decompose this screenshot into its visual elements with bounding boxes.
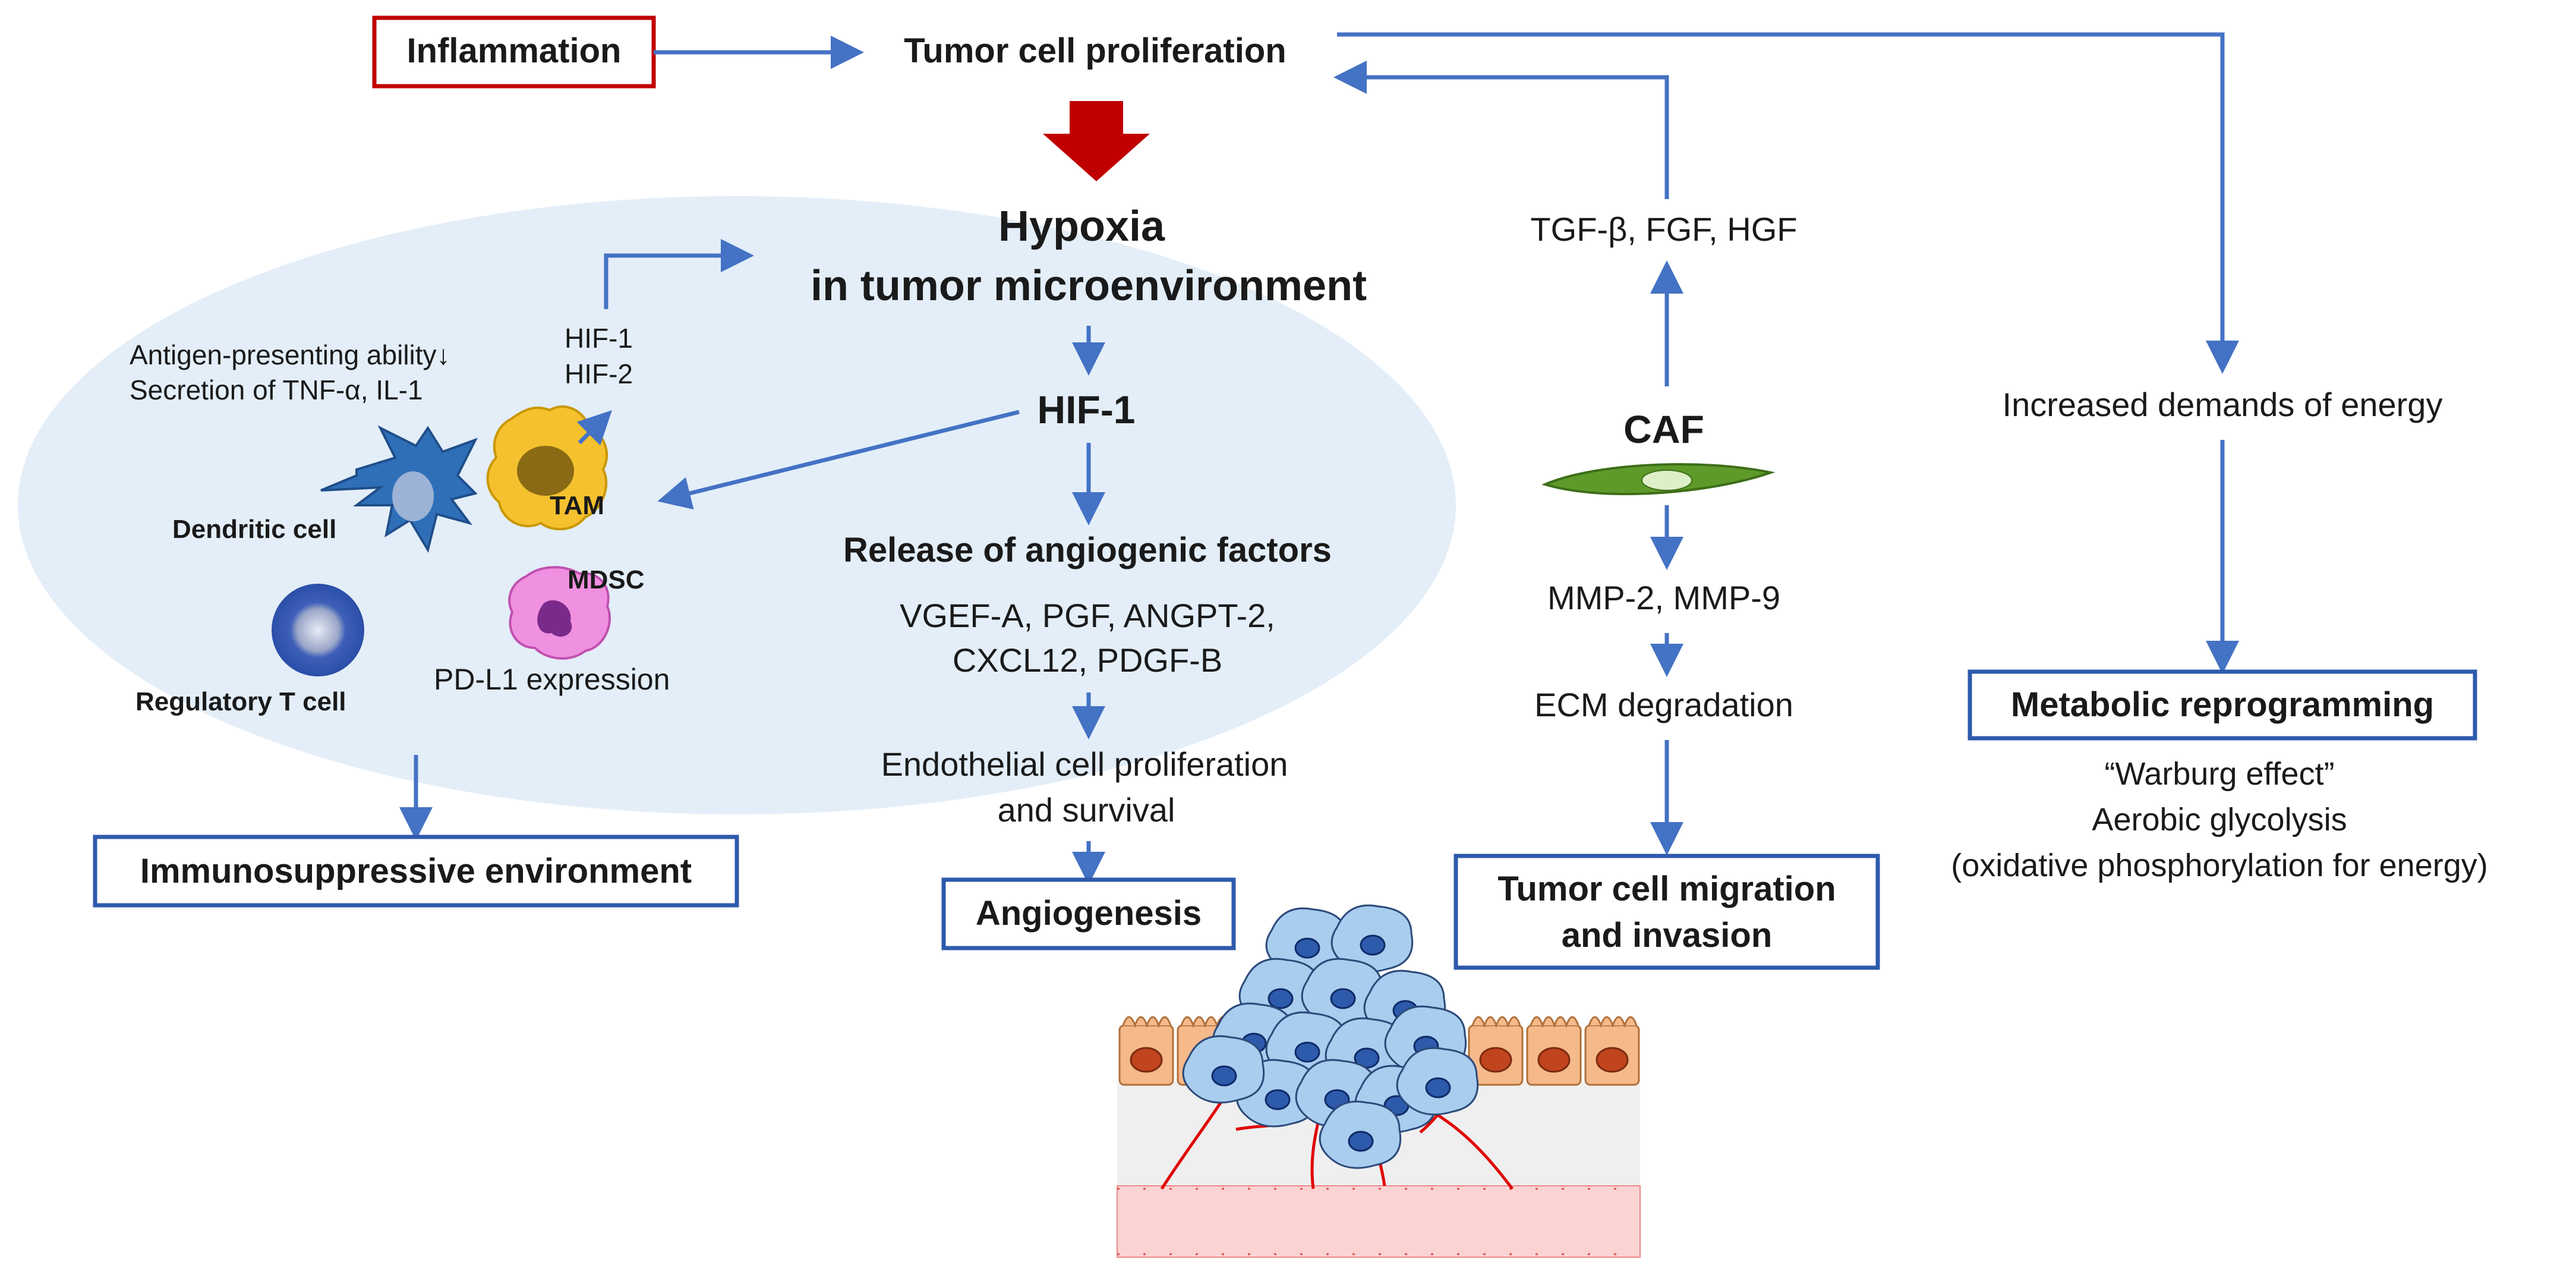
dendritic-cell-label: Dendritic cell (172, 515, 336, 544)
big-red-down-arrow (1043, 101, 1150, 181)
hif1-small-label: HIF-1 (565, 323, 633, 354)
dendritic-cell-icon (320, 425, 478, 553)
metabolic-label: Metabolic reprogramming (2011, 685, 2434, 724)
regulatory-t-cell-label: Regulatory T cell (135, 687, 346, 716)
oxphos-label: (oxidative phosphorylation for energy) (1951, 848, 2488, 883)
antigen-line1: Antigen-presenting ability↓ (130, 339, 450, 370)
regulatory-t-cell-icon (272, 584, 364, 676)
arrow-growth-factors-to-proliferation (1333, 61, 1669, 199)
mdsc-cell-icon (508, 566, 611, 660)
angiogenesis-box (941, 877, 1236, 950)
mdsc-label: MDSC (567, 565, 645, 594)
migration-line1: Tumor cell migration (1497, 870, 1836, 908)
hif1-main-label: HIF-1 (1038, 388, 1136, 432)
tumor-cell-mass (1182, 904, 1479, 1169)
growth-factors-label: TGF-β, FGF, HGF (1530, 210, 1797, 248)
energy-label: Increased demands of energy (2003, 386, 2443, 423)
migration-box (1453, 854, 1880, 970)
endothelial-line2: and survival (998, 791, 1175, 829)
factors-line2: CXCL12, PDGF-B (953, 641, 1222, 679)
arrow-hif1-to-tam (657, 410, 1020, 510)
arrow-proliferation-to-energy (1337, 32, 2239, 374)
aerobic-label: Aerobic glycolysis (2092, 802, 2347, 838)
pdl1-label: PD-L1 expression (434, 663, 670, 696)
ecm-label: ECM degradation (1534, 686, 1793, 723)
caf-cell-icon (1541, 463, 1776, 496)
warburg-label: “Warburg effect” (2104, 756, 2334, 792)
epithelial-cell (1468, 1016, 1524, 1086)
tumor-cell (1182, 1035, 1265, 1104)
hif2-small-label: HIF-2 (565, 358, 633, 389)
tumor-cell (1396, 1047, 1479, 1116)
epithelial-cell (1118, 1016, 1174, 1086)
arrow-tam-to-hypoxia (604, 239, 754, 309)
immunosuppressive-label: Immunosuppressive environment (140, 852, 692, 890)
mmp-label: MMP-2, MMP-9 (1547, 579, 1780, 616)
tumor-proliferation-label: Tumor cell proliferation (904, 32, 1286, 70)
tumor-cell (1265, 907, 1348, 976)
hypoxia-title-line2: in tumor microenvironment (811, 262, 1367, 310)
epithelial-cell (1526, 1016, 1582, 1086)
tumor-cell (1319, 1100, 1402, 1169)
release-factors-label: Release of angiogenic factors (843, 531, 1332, 569)
tumor-cell (1301, 958, 1384, 1027)
epithelial-cell (1584, 1016, 1640, 1086)
inflammation-label: Inflammation (407, 32, 622, 70)
antigen-line2: Secretion of TNF-α, IL-1 (130, 374, 423, 405)
factors-line1: VGEF-A, PGF, ANGPT-2, (900, 597, 1275, 634)
angiogenesis-label: Angiogenesis (976, 894, 1202, 933)
endothelial-line1: Endothelial cell proliferation (881, 745, 1288, 783)
tam-cell-icon (486, 405, 612, 531)
migration-line2: and invasion (1562, 916, 1773, 955)
tam-label: TAM (550, 491, 604, 520)
caf-label: CAF (1623, 407, 1704, 451)
metabolic-box (1968, 669, 2477, 741)
hypoxia-title-line1: Hypoxia (998, 203, 1165, 250)
immunosuppressive-box (93, 835, 739, 908)
